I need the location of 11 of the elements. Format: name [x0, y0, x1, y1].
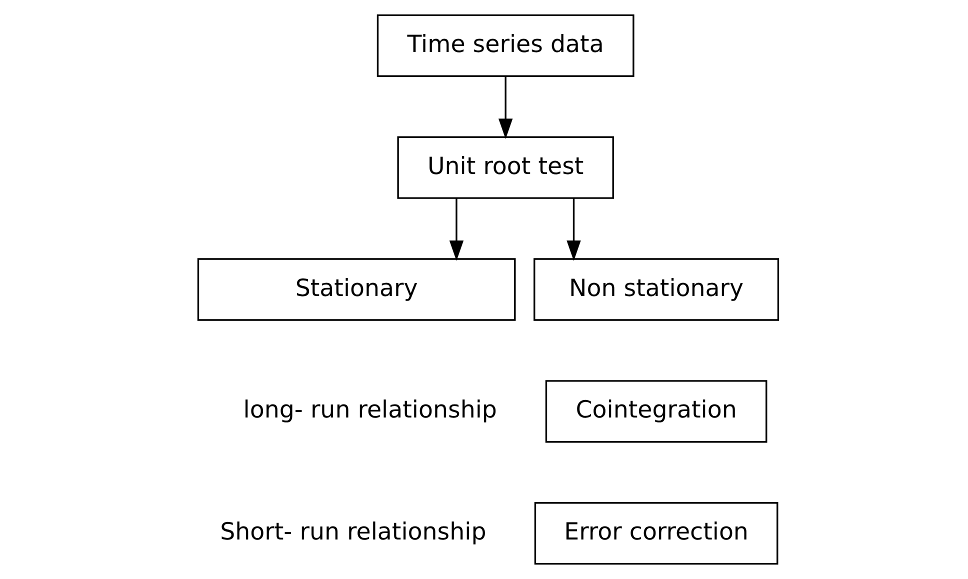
node-label: Short- run relationship: [220, 518, 486, 546]
node-label: long- run relationship: [243, 396, 497, 424]
node-box: Error correction: [534, 502, 778, 565]
node-box: Unit root test: [397, 136, 614, 199]
node-box: Time series data: [376, 14, 634, 77]
arrow: [498, 76, 513, 139]
arrow: [449, 198, 464, 261]
arrow: [566, 198, 581, 261]
node-box: Cointegration: [545, 380, 768, 443]
node-box: Stationary: [197, 258, 516, 321]
node-box: Non stationary: [534, 258, 780, 321]
